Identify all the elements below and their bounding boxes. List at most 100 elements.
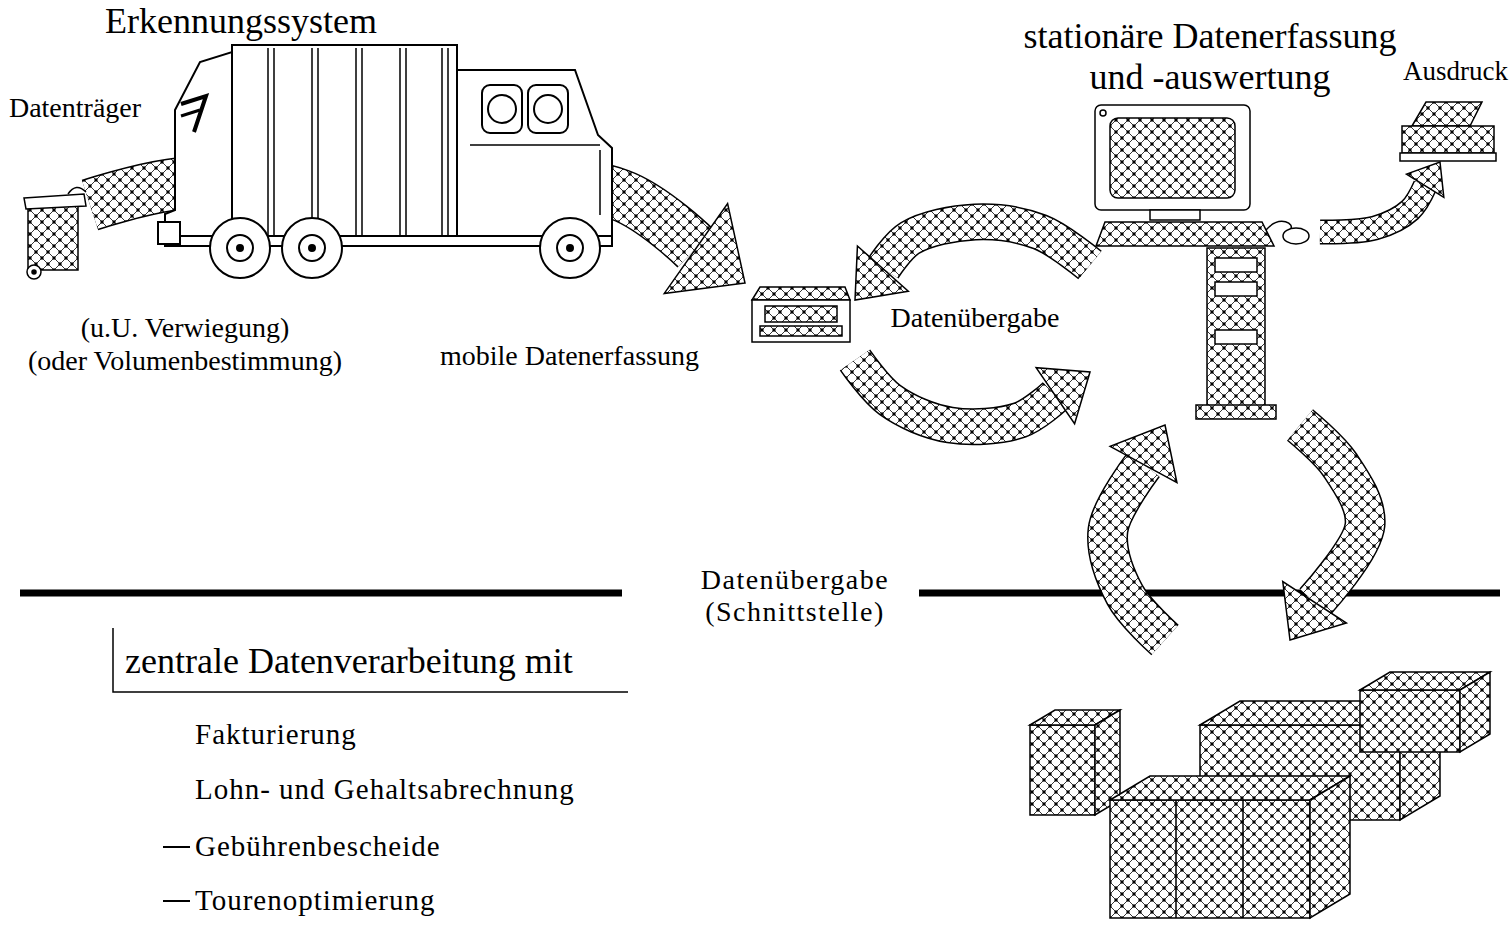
garbage-truck [528,85,568,133]
interface-label: Datenübergabe (Schnittstelle) [671,564,919,628]
garbage-truck [482,85,522,133]
list-item: Gebührenbescheide [195,830,441,863]
garbage-truck [158,45,612,278]
pc-workstation [1095,105,1309,419]
list-dash [163,846,190,848]
arrow-head [1407,162,1444,197]
pc-workstation [1150,210,1200,220]
note: (u.U. Verwiegung) [81,312,290,344]
waste-bin [27,265,41,279]
pc-workstation [1283,228,1309,244]
garbage-truck [470,145,600,215]
arrow-outline [1108,465,1165,640]
pc-workstation [1215,282,1257,296]
printer [1400,153,1496,161]
garbage-truck [158,222,180,244]
arrow-head [664,203,745,293]
printer-node: Ausdruck [1398,100,1498,162]
list-item: Tourenoptimierung [195,884,435,917]
pc-workstation [1096,222,1274,246]
mobile-terminal [752,287,850,300]
pc-workstation [1215,258,1257,272]
mainframe-computer [1176,800,1243,918]
mainframe-computer [1030,672,1490,918]
mainframe-computer [1460,672,1490,752]
node-heading: Ausdruck [1403,56,1508,87]
mainframe-computer [1360,690,1460,752]
garbage-truck [309,245,315,251]
mainframe-computer [1110,800,1310,918]
mainframe-computer [1030,725,1095,815]
data-flow-arrow [1108,425,1177,640]
pc-workstation [1215,330,1257,344]
mobile-terminal-node: mobile Datenerfassung [435,283,855,375]
mainframe-node: zentrale Datenverarbeitung mitFakturieru… [110,640,1500,925]
divider-rule [20,590,1500,597]
arrow-outline [883,222,1090,269]
divider-rule [900,590,1500,597]
node-heading: zentrale Datenverarbeitung mit [125,641,573,682]
mainframe-computer [1310,776,1350,918]
arrow-band [855,360,1055,427]
flow-label: Datenübergabe [891,302,1060,334]
divider-rule [20,590,622,597]
garbage-truck [282,218,342,278]
data-flow-arrow [855,360,1090,427]
list-item: Lohn- und Gehaltsabrechnung [195,773,575,806]
waste-bin [28,206,78,270]
waste-bin [68,187,86,194]
garbage-truck [181,110,200,116]
garbage-truck [227,235,253,261]
garbage-truck [534,95,562,123]
garbage-truck [268,48,448,235]
workstation-node: stationäre Datenerfassung und -auswertun… [1090,100,1320,425]
garbage-truck [557,235,583,261]
data-flow-arrow [1283,425,1365,640]
waste-bin-node: Datenträger [22,190,90,280]
garbage-truck [540,218,600,278]
mobile-terminal [752,287,850,342]
node-heading: Erkennungssystem [105,1,377,42]
waste-bin [24,194,86,209]
pc-workstation [1196,405,1276,419]
arrow-band [1108,465,1165,640]
arrow-head [1036,368,1090,424]
node-heading: stationäre Datenerfassung und -auswertun… [1005,16,1415,99]
garbage-truck [567,245,573,251]
garbage-truck [210,218,270,278]
arrow-outline [855,360,1055,427]
pc-workstation [1100,110,1106,116]
node-heading: Datenträger [9,92,141,124]
arrow-band [1320,186,1425,232]
list-item: Fakturierung [195,718,357,751]
data-flow-arrow [1320,162,1444,232]
garbage-truck-node: Erkennungssystem [160,45,615,282]
waste-bin [24,187,86,279]
data-flow-arrow [855,222,1090,300]
heading-bracket [113,628,628,692]
garbage-truck [237,245,243,251]
pc-workstation [1207,248,1265,406]
pc-workstation [1266,221,1291,230]
printer [1402,126,1494,153]
pc-workstation [1095,105,1250,210]
arrow-head [855,246,908,300]
mainframe-computer [1110,776,1350,800]
mobile-terminal [752,300,850,342]
mobile-terminal [765,306,837,322]
arrow-outline [1320,186,1425,232]
arrow-head [1283,582,1347,640]
list-dash [163,847,190,901]
arrow-outline [1300,425,1365,602]
pc-workstation [1110,118,1235,198]
arrow-band [1300,425,1365,602]
note: (oder Volumenbestimmung) [28,345,342,377]
waste-bin [32,270,36,274]
arrow-band [883,222,1090,269]
printer [1400,102,1496,161]
garbage-truck [299,235,325,261]
